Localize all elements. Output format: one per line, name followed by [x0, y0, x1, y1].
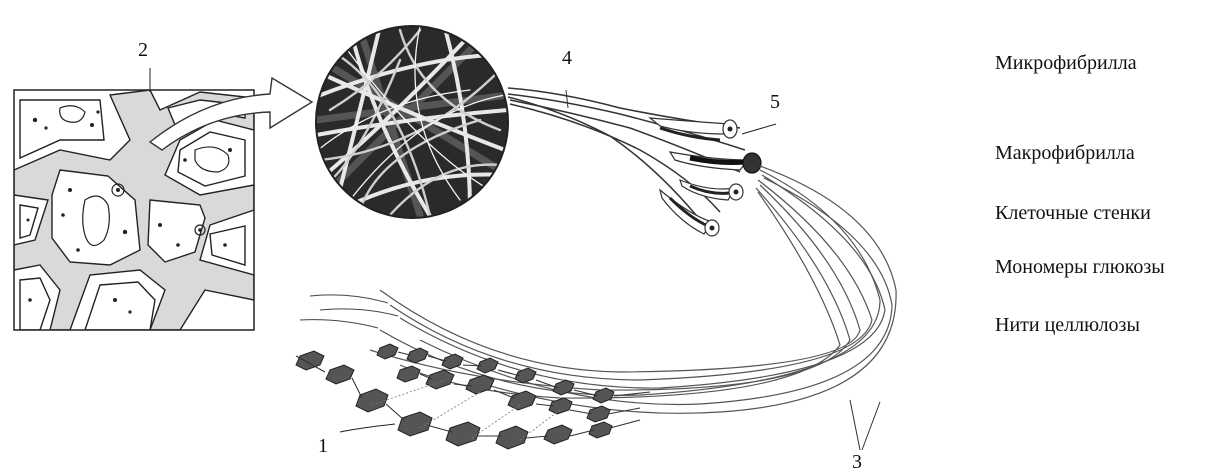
callout-1: 1 — [318, 435, 328, 457]
callout-2: 2 — [138, 39, 148, 61]
microfibril-ends — [650, 118, 761, 236]
term-list: Микрофибрилла Макрофибрилла Клеточные ст… — [995, 0, 1232, 468]
plant-cell-tissue-panel — [14, 90, 254, 330]
term-macrofibril: Макрофибрилла — [995, 142, 1135, 165]
callout-5: 5 — [770, 91, 780, 113]
term-cell-walls: Клеточные стенки — [995, 202, 1151, 225]
term-microfibril: Микрофибрилла — [995, 52, 1137, 75]
callout-1-leader — [340, 424, 395, 432]
callout-5-leader — [742, 124, 776, 134]
term-glucose-monomers: Мономеры глюкозы — [995, 256, 1165, 279]
callout-3: 3 — [852, 451, 862, 468]
micrograph-circle — [316, 26, 508, 218]
glucose-monomer-chains — [296, 344, 650, 449]
macrofibril-bundle — [508, 88, 745, 226]
callout-4: 4 — [562, 47, 572, 69]
callout-3-leader — [850, 400, 880, 450]
term-cellulose-strands: Нити целлюлозы — [995, 314, 1140, 337]
